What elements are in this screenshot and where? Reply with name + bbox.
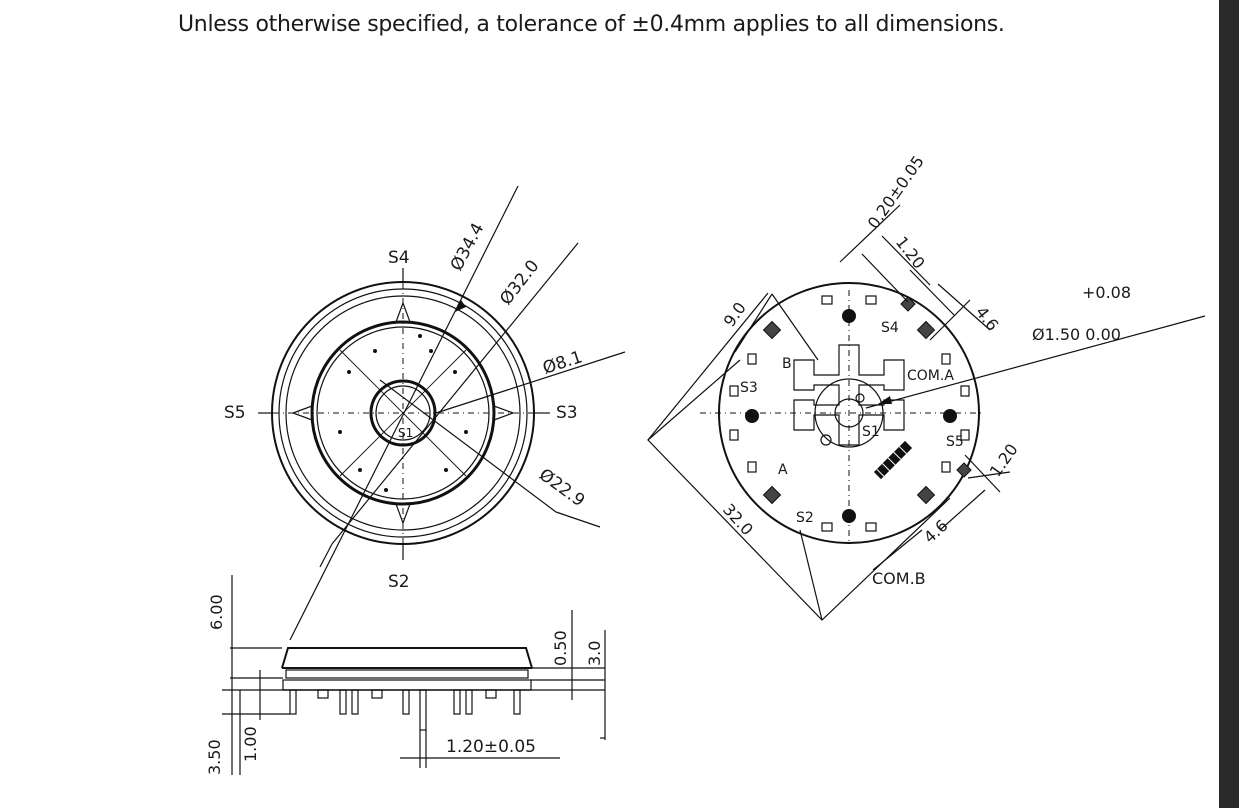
pcb-dots (745, 309, 957, 523)
dim-pin: 1.20±0.05 (446, 737, 536, 757)
label-s1: S1 (398, 426, 413, 440)
pins (289, 689, 521, 731)
dim-0-20-line (839, 204, 901, 263)
cap-top (281, 647, 533, 669)
dim-d32-0: Ø32.0 (496, 256, 543, 309)
dim-1-20-right-line (967, 471, 1011, 479)
dim-0-20: 0.20±0.05 (864, 152, 928, 232)
dia-8-1-leader (435, 351, 626, 414)
pcb-label-s1: S1 (862, 424, 880, 440)
pcb-label-s4: S4 (881, 320, 899, 336)
resistor-strip (873, 440, 913, 480)
tolerance-note: Unless otherwise specified, a tolerance … (178, 12, 1005, 37)
dim-9-0-line (734, 293, 773, 353)
pcb-label-a: A (778, 462, 788, 478)
dim-4-6-bottom: 4.6 (920, 516, 952, 547)
dim-4-6-bottom-line (939, 489, 986, 531)
dia-32-0-leader (331, 242, 579, 545)
direction-arrows (291, 301, 515, 525)
arrow-up-icon (395, 301, 411, 323)
vertical-scrollbar[interactable] (1219, 0, 1239, 808)
dim-9-0: 9.0 (720, 299, 750, 331)
dim-6-00: 6.00 (207, 594, 226, 630)
hole-dia: Ø1.50 0.00 (1032, 325, 1121, 344)
cap-band (285, 669, 529, 679)
diag-line-2 (339, 349, 467, 477)
dim-3-0: 3.0 (585, 641, 604, 666)
dim-1-20-right: 1.20 (986, 440, 1022, 480)
arrow-right-icon (493, 405, 515, 421)
key-ring-dots (338, 334, 468, 492)
dia-22-9-leader (379, 379, 557, 513)
dim-d34-4: Ø34.4 (447, 220, 489, 275)
hole-dia-leader (865, 315, 1206, 409)
label-s5: S5 (224, 403, 246, 423)
label-s2: S2 (388, 572, 410, 592)
center-hole (834, 398, 864, 428)
diamond-pads (762, 296, 972, 505)
pcb-view: 0.20±0.05 1.20 4.6 9.0 +0.08 Ø1.50 0.00 … (647, 152, 1206, 621)
label-s4: S4 (388, 248, 410, 268)
pcb-label-s2: S2 (796, 510, 814, 526)
dim-1-00: 1.00 (241, 726, 260, 762)
dim-4-6-top: 4.6 (972, 303, 1003, 335)
rim-pads (729, 295, 970, 532)
pcb-label-com-b: COM.B (872, 569, 926, 588)
pcb-label-com-a: COM.A (907, 368, 954, 384)
center-contact-ring (814, 378, 884, 448)
dim-1-20-line (909, 269, 956, 317)
dia-34-4-leader (289, 185, 519, 641)
pcb-label-s3: S3 (740, 380, 758, 396)
rim-circle (285, 295, 521, 531)
arrow-down-icon (395, 503, 411, 525)
hole-tol-plus: +0.08 (1082, 283, 1131, 302)
top-view: S4 S5 S3 S2 S1 Ø34.4 Ø32.0 Ø8.1 Ø22.9 (224, 185, 626, 641)
pcb-label-b: B (782, 356, 792, 372)
body-plate (282, 679, 532, 691)
center-button-8-1 (369, 379, 437, 447)
label-s3: S3 (556, 403, 578, 423)
dim-4-6-line (937, 283, 991, 331)
com-b-leader (872, 529, 923, 571)
dim-1-20-top: 1.20 (892, 233, 929, 273)
dim-3-50: 3.50 (205, 739, 224, 775)
dim-d22-9: Ø22.9 (535, 465, 588, 511)
dim-0-50: 0.50 (551, 630, 570, 666)
center-button-inner (375, 385, 431, 441)
side-view: 6.00 0.50 3.0 3.50 1.00 1.20±0.05 (205, 575, 606, 775)
pcb-label-s5: S5 (946, 434, 964, 450)
arrow-left-icon (291, 405, 313, 421)
dim-d8-1: Ø8.1 (540, 347, 585, 379)
